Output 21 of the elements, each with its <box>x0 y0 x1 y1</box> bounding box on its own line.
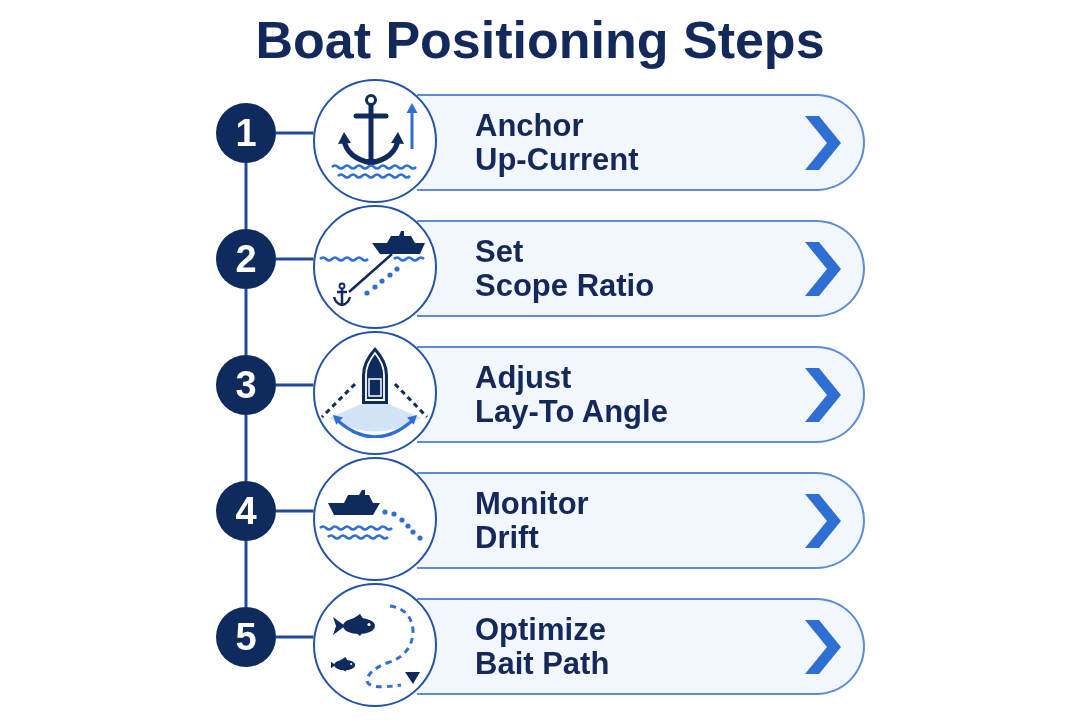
step-label: Optimize Bait Path <box>475 612 610 681</box>
step-number: 1 <box>235 114 257 152</box>
connector-line <box>244 541 248 607</box>
connector-line <box>276 131 314 135</box>
step-pill <box>417 94 865 191</box>
step-label: Set Scope Ratio <box>475 234 655 303</box>
connector-line <box>276 635 314 639</box>
step-number: 5 <box>235 618 257 656</box>
step-label: Adjust Lay-To Angle <box>475 360 668 429</box>
step-label: Monitor Drift <box>475 486 589 555</box>
connector-line <box>276 509 314 513</box>
title: Boat Positioning Steps <box>255 10 825 71</box>
step-label: Anchor Up-Current <box>475 108 639 177</box>
connector-line <box>244 163 248 229</box>
step-number: 3 <box>235 366 257 404</box>
connector-line <box>276 383 314 387</box>
connector-line <box>244 289 248 355</box>
connector-line <box>244 415 248 481</box>
connector-line <box>276 257 314 261</box>
step-number: 4 <box>235 492 257 530</box>
step-number: 2 <box>235 240 257 278</box>
